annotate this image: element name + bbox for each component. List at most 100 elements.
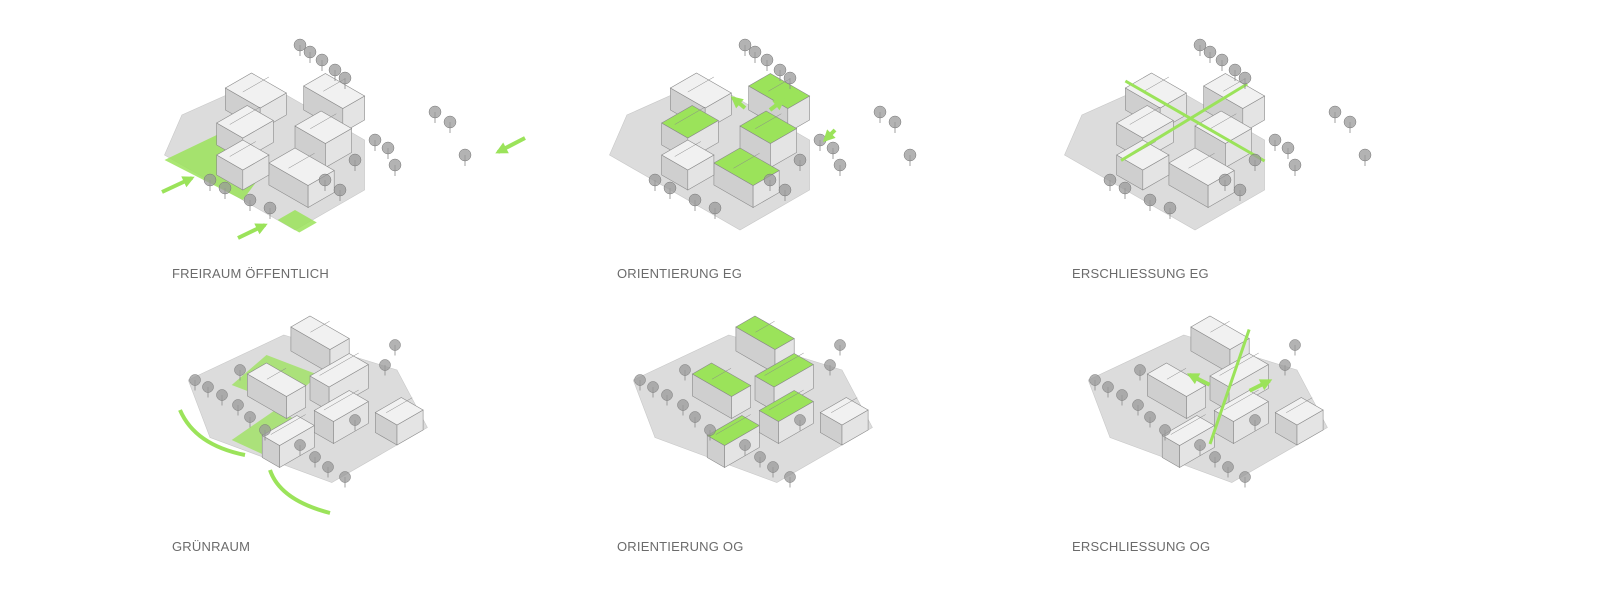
building-a-roof <box>1190 315 1250 350</box>
diagram-panel-freiraum: FREIRAUM ÖFFENTLICH <box>150 30 570 300</box>
building-a-ridge <box>310 321 330 333</box>
tree-17 <box>903 148 917 162</box>
tree-7 <box>754 451 766 463</box>
tree-8 <box>381 141 395 155</box>
building-b-roof <box>309 353 369 388</box>
tree-16 <box>348 153 362 167</box>
axonometric-freiraum <box>161 38 526 240</box>
building-f-roof <box>661 139 715 171</box>
tree-11 <box>243 193 257 207</box>
tree-0 <box>634 374 646 386</box>
tree-13 <box>388 158 402 172</box>
tree-6 <box>739 439 751 451</box>
tree-13 <box>794 414 806 426</box>
building-b-ridge <box>764 352 804 376</box>
tree-12 <box>1134 364 1146 376</box>
building-f-ridge <box>831 397 858 413</box>
building-e-roof <box>1168 147 1235 186</box>
tree-2 <box>216 389 228 401</box>
orientation-arrow-2-head <box>772 98 786 111</box>
building-f-ridge <box>386 397 413 413</box>
tree-5 <box>428 105 442 119</box>
building-b-roof <box>754 353 814 388</box>
building-d-ridge <box>1166 368 1187 380</box>
tree-6 <box>1194 439 1206 451</box>
building-b-ridge <box>1219 352 1259 376</box>
tree-9 <box>648 173 662 187</box>
tree-1 <box>647 381 659 393</box>
tree-16 <box>1248 153 1262 167</box>
tree-6 <box>888 115 902 129</box>
tree-5 <box>259 424 271 436</box>
tree-15 <box>333 183 347 197</box>
building-e-ridge <box>288 153 315 169</box>
building-d-ridge <box>1210 113 1237 129</box>
tree-7 <box>368 133 382 147</box>
diagram-panel-orientierung-og: ORIENTIERUNG OG <box>595 305 1015 575</box>
building-e-ridge <box>715 414 751 435</box>
public-space-area-east <box>277 210 317 233</box>
building-d-ridge <box>755 113 782 129</box>
building-a-roof <box>224 72 287 109</box>
orientation-arrow-1-head <box>730 96 744 109</box>
tree-6 <box>294 439 306 451</box>
building-c-roof <box>758 390 814 422</box>
tree-3 <box>1132 399 1144 411</box>
building-f-ridge <box>674 141 701 157</box>
building-d-roof <box>739 110 798 144</box>
tree-9 <box>203 173 217 187</box>
tree-8 <box>826 141 840 155</box>
tree-12 <box>1163 201 1177 215</box>
tree-2 <box>315 53 329 67</box>
tree-4 <box>244 411 256 423</box>
tree-0 <box>1089 374 1101 386</box>
building-b-ridge <box>319 352 359 376</box>
building-e-ridge <box>270 414 306 435</box>
tree-17 <box>1358 148 1372 162</box>
building-a-roof <box>669 72 732 109</box>
tree-0 <box>293 38 307 52</box>
tree-10 <box>824 359 836 371</box>
tree-3 <box>773 63 787 77</box>
building-c-ridge <box>1223 389 1259 411</box>
tree-15 <box>1233 183 1247 197</box>
tree-7 <box>1209 451 1221 463</box>
building-c-roof <box>661 105 719 139</box>
tree-1 <box>1102 381 1114 393</box>
tree-4 <box>689 411 701 423</box>
tree-13 <box>1249 414 1261 426</box>
building-a-ridge <box>242 76 270 93</box>
circulation-arrow-2-head <box>1258 379 1273 391</box>
tree-6 <box>1343 115 1357 129</box>
tree-10 <box>1279 359 1291 371</box>
tree-1 <box>202 381 214 393</box>
tree-12 <box>263 201 277 215</box>
building-a-roof <box>290 315 350 350</box>
building-c-roof <box>1116 105 1174 139</box>
tree-9 <box>1239 471 1251 483</box>
building-a-ridge <box>1210 321 1230 333</box>
tree-4 <box>1238 71 1252 85</box>
tree-1 <box>1203 45 1217 59</box>
entry-arrow-west-head <box>181 176 195 188</box>
tree-11 <box>688 193 702 207</box>
building-d-ridge <box>310 113 337 129</box>
axonometric-orientierung-eg <box>609 38 917 231</box>
building-e-roof <box>1161 415 1215 446</box>
building-f-ridge <box>1286 397 1313 413</box>
building-d-roof <box>294 110 353 144</box>
tree-8 <box>1222 461 1234 473</box>
tree-5 <box>704 424 716 436</box>
tree-10 <box>379 359 391 371</box>
circulation-path-ew <box>1124 79 1266 163</box>
tree-16 <box>793 153 807 167</box>
tree-3 <box>232 399 244 411</box>
green-link-arrow-1 <box>178 409 246 457</box>
building-e-ridge <box>1170 414 1206 435</box>
tree-3 <box>677 399 689 411</box>
tree-7 <box>1268 133 1282 147</box>
building-b-roof <box>303 73 366 109</box>
building-f-roof <box>819 397 869 426</box>
building-c-ridge <box>674 106 706 125</box>
building-d-ridge <box>266 368 287 380</box>
